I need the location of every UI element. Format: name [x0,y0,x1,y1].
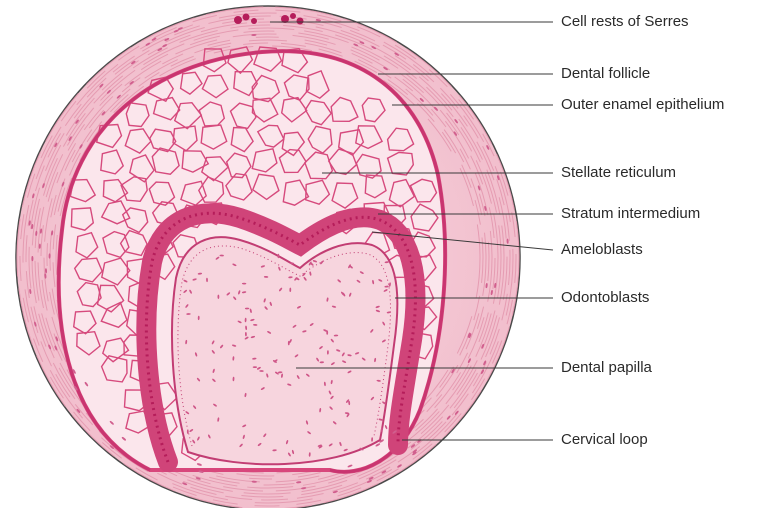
label-dental-follicle: Dental follicle [561,65,650,83]
label-odontoblasts: Odontoblasts [561,289,649,307]
label-ameloblasts: Ameloblasts [561,241,643,259]
dental-papilla [172,237,397,464]
papilla-nucleus [326,330,328,334]
label-dental-papilla: Dental papilla [561,359,652,377]
label-cell-rests-of-serres: Cell rests of Serres [561,13,689,31]
label-stratum-intermedium: Stratum intermedium [561,205,700,223]
label-stellate-reticulum: Stellate reticulum [561,164,676,182]
label-outer-enamel-epithelium: Outer enamel epithelium [561,96,724,114]
follicle-nucleus [31,256,33,261]
papilla-nucleus [218,295,220,299]
label-cervical-loop: Cervical loop [561,431,648,449]
papilla-nucleus [253,366,257,368]
